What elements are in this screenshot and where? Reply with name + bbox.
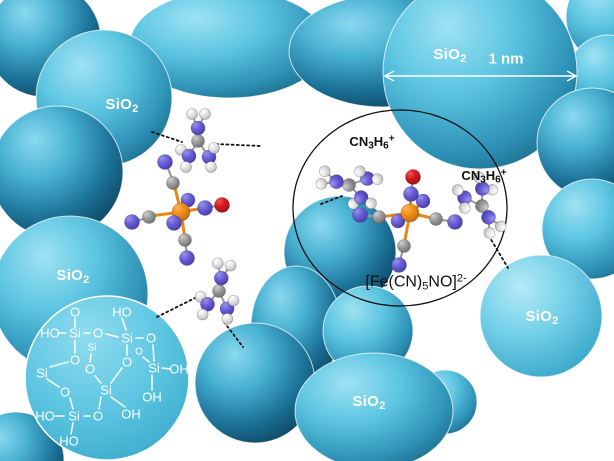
n-atom xyxy=(390,213,406,229)
dotted-line xyxy=(156,296,198,318)
dotted-line xyxy=(151,131,183,143)
silica-network-bonds xyxy=(46,317,171,435)
c-atom xyxy=(397,239,411,253)
c-atom xyxy=(178,233,192,247)
nitroprusside-molecule xyxy=(124,154,230,266)
dotted-line xyxy=(223,321,244,348)
n-atom xyxy=(415,193,431,209)
guanidinium-molecule xyxy=(190,254,247,327)
c-atom xyxy=(372,210,386,224)
dotted-interaction-lines xyxy=(151,131,509,348)
fe-atom xyxy=(400,203,420,223)
sio2-particle xyxy=(479,254,603,378)
n-atom xyxy=(447,214,463,230)
sio2-particle-scaled xyxy=(382,0,578,170)
c-atom xyxy=(166,176,180,190)
o-atom xyxy=(214,197,230,213)
c-atom xyxy=(429,212,443,226)
sio2-particle xyxy=(541,178,614,280)
dotted-line xyxy=(320,195,343,205)
n-atom xyxy=(157,154,173,170)
nitroprusside-molecule xyxy=(352,169,463,273)
n-atom xyxy=(391,257,407,273)
guanidinium-molecule xyxy=(174,107,221,174)
n-atom xyxy=(179,250,195,266)
arrowhead-left xyxy=(383,70,395,82)
scale-arrow xyxy=(383,70,578,82)
n-atom xyxy=(352,207,368,223)
n-atom xyxy=(403,186,419,202)
silica-network-circle xyxy=(24,295,190,461)
n-atom xyxy=(166,215,182,231)
c-atom xyxy=(142,210,156,224)
o-atom xyxy=(405,169,421,185)
arrowhead-right xyxy=(566,70,578,82)
n-atom xyxy=(197,200,213,216)
sio2-particle xyxy=(294,352,454,461)
zoom-annotation-circle xyxy=(292,109,508,307)
n-atom xyxy=(124,214,140,230)
dotted-line xyxy=(215,143,262,147)
